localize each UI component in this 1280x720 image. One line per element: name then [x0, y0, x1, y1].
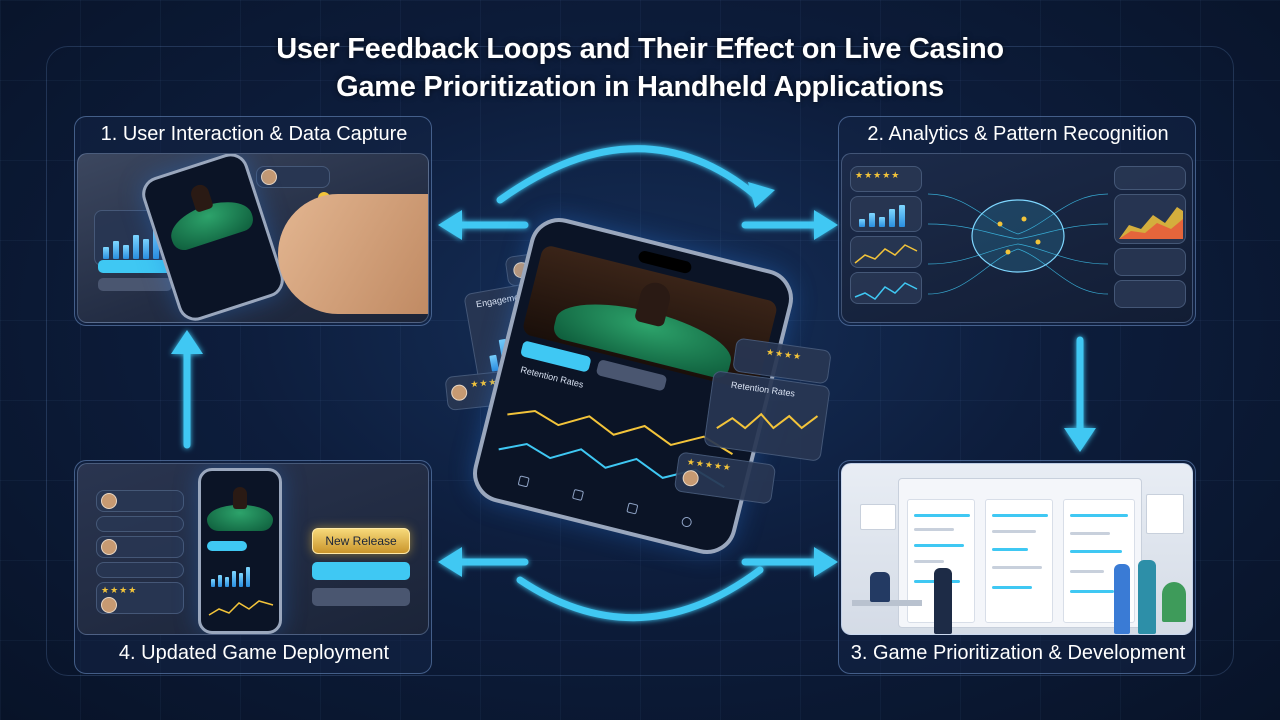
page-title: User Feedback Loops and Their Effect on …	[0, 30, 1280, 106]
retention-card-chart	[716, 412, 819, 430]
outer-frame	[46, 46, 1234, 676]
step-2-panel: 2. Analytics & Pattern Recognition ★★★★★	[838, 116, 1196, 326]
bar-card	[850, 196, 922, 232]
step-4-label: 4. Updated Game Deployment	[118, 642, 390, 664]
stats-bars	[211, 563, 250, 587]
review-row-1	[96, 490, 184, 512]
review-card	[256, 166, 330, 188]
developer-seated	[870, 572, 890, 602]
primary-button[interactable]	[98, 260, 172, 273]
games-icon[interactable]	[571, 488, 585, 501]
new-release-badge[interactable]: New Release	[312, 528, 410, 554]
step-3-label: 3. Game Prioritization & Development	[850, 642, 1186, 664]
dealer	[188, 182, 214, 213]
review-row-2	[96, 516, 184, 532]
step-1-panel: 1. User Interaction & Data Capture	[74, 116, 432, 326]
step-4-panel: ★★★★ New Release 4. Updated Game Deploym…	[74, 460, 432, 674]
line-card-2	[850, 272, 922, 304]
release-secondary-button[interactable]	[312, 588, 410, 606]
side-note	[1146, 494, 1184, 534]
step-2-illustration: ★★★★★	[841, 153, 1193, 323]
step-4-illustration: ★★★★ New Release	[77, 463, 429, 635]
sticky-note	[860, 504, 896, 530]
retention-chart	[498, 410, 734, 488]
step-3-panel: 3. Game Prioritization & Development	[838, 460, 1196, 674]
play-button[interactable]	[207, 541, 247, 551]
notification-card-3	[1114, 280, 1186, 308]
plant-icon	[1162, 582, 1186, 622]
arc-bottom	[516, 566, 764, 622]
developer-standing	[934, 568, 952, 634]
notification-card-1	[1114, 166, 1186, 190]
review-row-4	[96, 562, 184, 578]
title-line-1: User Feedback Loops and Their Effect on …	[276, 33, 1004, 65]
area-chart-card	[1114, 194, 1186, 244]
step-2-label: 2. Analytics & Pattern Recognition	[867, 123, 1169, 145]
retention-rates-card: Retention Rates	[703, 370, 831, 462]
avatar	[450, 383, 468, 402]
dealer-updated	[233, 487, 247, 509]
hand	[278, 194, 428, 314]
home-icon[interactable]	[517, 475, 530, 488]
review-row-5: ★★★★	[96, 582, 184, 614]
kanban-column-2	[985, 499, 1053, 623]
desk	[852, 600, 922, 606]
release-action-button[interactable]	[312, 562, 410, 580]
rating-card: ★★★★★	[850, 166, 922, 192]
brain-network	[928, 193, 1108, 295]
profile-icon[interactable]	[680, 515, 693, 529]
arc-top	[496, 145, 759, 204]
designer-standing	[1114, 564, 1130, 634]
stats-line	[208, 600, 274, 616]
review-row-3	[96, 536, 184, 558]
updated-phone	[198, 468, 282, 634]
step-3-illustration	[841, 463, 1193, 635]
stats-icon[interactable]	[626, 502, 639, 515]
title-line-2: Game Prioritization in Handheld Applicat…	[336, 71, 944, 103]
manager-standing	[1138, 560, 1156, 634]
line-card-1	[850, 236, 922, 268]
step-1-label: 1. User Interaction & Data Capture	[100, 123, 408, 145]
kanban-column-3	[1063, 499, 1135, 623]
notification-card-2	[1114, 248, 1186, 276]
secondary-button[interactable]	[98, 278, 172, 291]
avatar	[681, 469, 700, 488]
step-1-illustration	[77, 153, 429, 323]
casino-table-updated	[207, 505, 273, 531]
new-release-label: New Release	[325, 534, 397, 548]
avatar	[261, 169, 277, 185]
